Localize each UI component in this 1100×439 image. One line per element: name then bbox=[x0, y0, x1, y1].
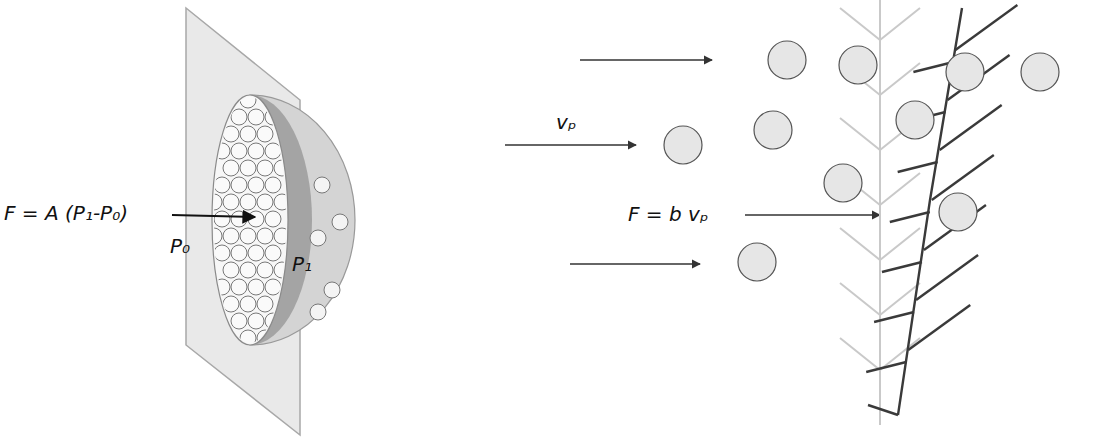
membrane-plane bbox=[186, 8, 300, 435]
particle bbox=[231, 245, 247, 261]
particle bbox=[231, 109, 247, 125]
particle bbox=[214, 177, 230, 193]
particle bbox=[265, 279, 281, 295]
chain-segment bbox=[879, 0, 881, 425]
particle bbox=[214, 245, 230, 261]
pore-opening bbox=[212, 95, 288, 345]
particle bbox=[257, 296, 273, 312]
particle bbox=[248, 177, 264, 193]
particle bbox=[257, 194, 273, 210]
chain-segment bbox=[840, 8, 920, 40]
chain-segment bbox=[840, 228, 920, 260]
particle bbox=[248, 279, 264, 295]
particle bbox=[240, 160, 256, 176]
particle bbox=[231, 279, 247, 295]
particle bbox=[240, 194, 256, 210]
chain-segment bbox=[882, 262, 922, 272]
particle bbox=[223, 126, 239, 142]
pressure-label: P₁ bbox=[292, 254, 312, 274]
particle bbox=[248, 211, 264, 227]
force-equation: F = b vₚ bbox=[628, 204, 708, 224]
particles bbox=[664, 41, 1059, 281]
particle bbox=[257, 262, 273, 278]
chain-segment bbox=[866, 362, 906, 372]
chain-segment bbox=[898, 162, 938, 172]
particle bbox=[265, 211, 281, 227]
particle bbox=[240, 126, 256, 142]
chain-segment bbox=[955, 5, 1017, 50]
force-arrow bbox=[172, 215, 255, 217]
particle bbox=[214, 143, 230, 159]
particle bbox=[240, 228, 256, 244]
particle bbox=[223, 194, 239, 210]
chain-segment bbox=[840, 283, 920, 315]
chain-segment bbox=[916, 255, 978, 300]
particle-cluster bbox=[206, 92, 290, 346]
relaxed-chain bbox=[840, 0, 920, 425]
chain-segment bbox=[940, 105, 1002, 150]
particle bbox=[257, 330, 273, 346]
particle bbox=[274, 262, 290, 278]
particle bbox=[265, 313, 281, 329]
particle bbox=[206, 194, 222, 210]
particle bbox=[240, 330, 256, 346]
force-equation: F = A (P₁-P₀) bbox=[4, 203, 128, 223]
particle bbox=[265, 177, 281, 193]
particle bbox=[257, 160, 273, 176]
particle bbox=[240, 92, 256, 108]
dome-particles bbox=[310, 177, 348, 320]
particle bbox=[248, 313, 264, 329]
particle bbox=[240, 296, 256, 312]
particle bbox=[274, 194, 290, 210]
particle bbox=[231, 211, 247, 227]
particle bbox=[240, 262, 256, 278]
chain-segment bbox=[908, 305, 970, 350]
particle bbox=[248, 143, 264, 159]
particle bbox=[265, 109, 281, 125]
particle bbox=[223, 160, 239, 176]
particle bbox=[223, 262, 239, 278]
particle bbox=[223, 296, 239, 312]
pressure-label: P₀ bbox=[170, 236, 190, 256]
flow-arrows bbox=[505, 60, 880, 264]
deformed-chain bbox=[866, 5, 1017, 415]
chain-segment bbox=[874, 312, 914, 322]
particle bbox=[274, 228, 290, 244]
dome bbox=[250, 95, 355, 345]
particle bbox=[206, 228, 222, 244]
particle bbox=[265, 245, 281, 261]
particle bbox=[223, 228, 239, 244]
particle bbox=[231, 313, 247, 329]
particle bbox=[257, 126, 273, 142]
chain-segment bbox=[890, 212, 930, 222]
particle bbox=[214, 279, 230, 295]
particle bbox=[257, 228, 273, 244]
particle bbox=[265, 143, 281, 159]
particle bbox=[231, 143, 247, 159]
velocity-label: vₚ bbox=[556, 112, 576, 132]
particle bbox=[214, 211, 230, 227]
chain-segment bbox=[868, 405, 898, 415]
particle bbox=[274, 160, 290, 176]
particle bbox=[248, 245, 264, 261]
particle bbox=[248, 109, 264, 125]
particle bbox=[231, 177, 247, 193]
